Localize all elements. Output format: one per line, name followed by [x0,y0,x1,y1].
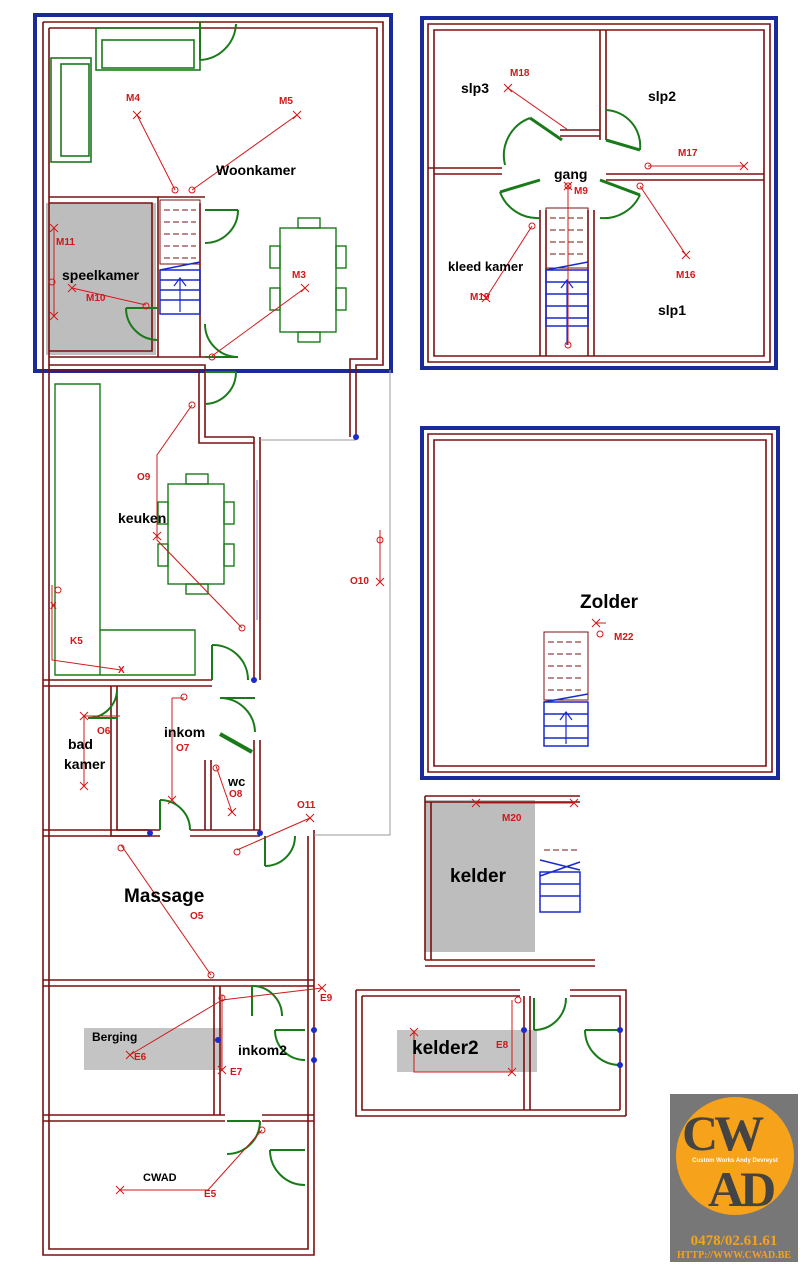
marker-k5: K5 [70,636,83,647]
marker-e9: E9 [320,993,333,1004]
room-label-speelkamer: speelkamer [62,267,140,283]
marker-m18: M18 [510,68,530,79]
kitchen-counter [54,383,196,676]
logo-letters-bottom: AD [708,1161,776,1217]
room-label-cwad: CWAD [143,1172,177,1184]
marker-m20: M20 [502,813,522,824]
room-label-bad: bad [68,736,93,752]
marker-m11: M11 [56,237,75,248]
marker-m4: M4 [126,93,140,104]
marker-o9: O9 [137,472,151,483]
room-label-slp2: slp2 [648,88,677,104]
marker-e7: E7 [230,1067,243,1078]
logo-url: HTTP://WWW.CWAD.BE [676,1250,792,1261]
marker-o11: O11 [297,800,316,811]
marker-o8: O8 [229,789,243,800]
marker-m5: M5 [279,96,293,107]
stairs [159,199,589,913]
dining-tables [157,217,347,595]
room-label-kamer: kamer [64,756,106,772]
marker-m22: M22 [614,632,634,643]
room-label-slp1: slp1 [658,302,687,318]
marker-x1: X [50,601,57,612]
marker-e8: E8 [496,1040,509,1051]
room-label-gang: gang [554,166,588,182]
marker-m9: M9 [574,186,588,197]
marker-e5: E5 [204,1189,217,1200]
marker-m17: M17 [678,148,698,159]
room-label-berging: Berging [92,1030,138,1044]
room-label-wc: wc [228,774,246,789]
room-label-inkom2: inkom2 [238,1042,288,1058]
outline-lines [256,370,391,836]
doors [87,22,642,1186]
logo-tagline: Custom Works Andy Devreyst [692,1158,778,1164]
cwad-logo-circle [676,1097,794,1215]
marker-m16: M16 [676,270,696,281]
kelder-shade [425,800,535,952]
room-label-kelder2: kelder2 [412,1038,479,1059]
room-label-kelder: kelder [450,866,506,887]
cwad-logo-letters: CW AD [682,1105,776,1217]
room-label-zolder: Zolder [580,592,639,613]
marker-e6: E6 [134,1052,147,1063]
marker-o7: O7 [176,743,190,754]
room-label-keuken: keuken [118,510,167,526]
logo-letters-top: CW [682,1105,764,1161]
room-label-massage: Massage [124,886,205,907]
marker-o10: O10 [350,576,369,587]
room-label-woonkamer: Woonkamer [216,162,296,178]
berging-shade [84,1028,222,1070]
marker-m19: M19 [470,292,490,303]
wiring-points [48,83,749,1195]
marker-o5: O5 [190,911,204,922]
marker-o6: O6 [97,726,111,737]
room-label-inkom: inkom [164,724,206,740]
kelder2-shade [397,1030,537,1072]
wall-caps [147,434,623,1068]
room-label-slp3: slp3 [461,80,490,96]
wiring-lines [51,87,744,1191]
speelkamer-shade [46,203,156,355]
room-label-kleed-kamer: kleed kamer [448,259,524,274]
marker-m10: M10 [86,293,106,304]
logo-phone: 0478/02.61.61 [690,1233,778,1249]
marker-m3: M3 [292,270,306,281]
floor-frames [33,13,780,780]
marker-x2: X [118,665,125,676]
